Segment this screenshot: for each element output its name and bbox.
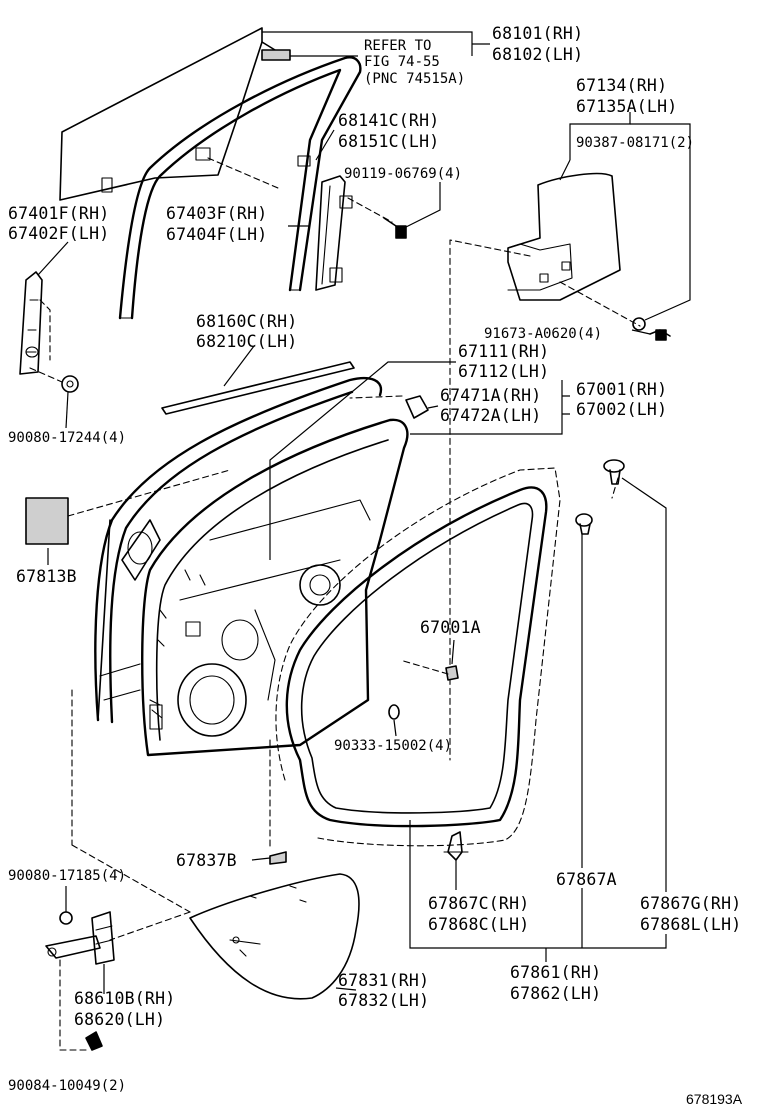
label-67001: 67001(RH): [576, 380, 667, 399]
label-90084: 90084-10049(2): [8, 1078, 126, 1094]
label-67112: 67112(LH): [458, 362, 549, 381]
label-68620: 68620(LH): [74, 1010, 165, 1029]
plug-icon: [388, 704, 400, 720]
label-67471a: 67471A(RH): [440, 386, 541, 405]
label-68102: 68102(LH): [492, 45, 583, 64]
mirror-cover-icon: [449, 172, 641, 761]
glass-run-icon: [118, 56, 362, 320]
label-67867c: 67867C(RH): [428, 894, 529, 913]
label-67832: 67832(LH): [338, 991, 429, 1010]
nut-icon: [61, 375, 79, 393]
label-67867g: 67867G(RH): [640, 894, 741, 913]
label-67002: 67002(LH): [576, 400, 667, 419]
hinge-icon: [45, 911, 115, 965]
figure-code: 678193A: [686, 1091, 743, 1107]
label-68141c: 68141C(RH): [338, 111, 439, 130]
nut-icon: [632, 317, 646, 331]
label-67403f: 67403F(RH): [166, 204, 267, 223]
label-90387: 90387-08171(2): [576, 135, 694, 151]
label-67837b: 67837B: [176, 851, 237, 870]
service-hole-cover-icon: [189, 873, 360, 1000]
bolt-icon: [649, 329, 671, 341]
label-67861: 67861(RH): [510, 963, 601, 982]
label-67868c: 67868C(LH): [428, 915, 529, 934]
refer-to-line3: (PNC 74515A): [364, 71, 465, 87]
window-regulator-icon: [19, 271, 63, 383]
label-68151c: 68151C(LH): [338, 132, 439, 151]
illustration: [19, 27, 671, 1051]
part-labels: 68101(RH) 68102(LH) REFER TO FIG 74-55 (…: [8, 24, 743, 1107]
label-90333: 90333-15002(4): [334, 738, 452, 754]
refer-to-line2: FIG 74-55: [364, 54, 440, 70]
leader-lines: [37, 31, 691, 994]
label-67868l: 67868L(LH): [640, 915, 741, 934]
plug-icon: [269, 851, 287, 865]
label-67831: 67831(RH): [338, 971, 429, 990]
label-67404f: 67404F(LH): [166, 225, 267, 244]
label-90080-17185: 90080-17185(4): [8, 868, 126, 884]
label-67135a: 67135A(LH): [576, 97, 677, 116]
label-67472a: 67472A(LH): [440, 406, 541, 425]
label-67813b: 67813B: [16, 567, 77, 586]
pad-icon: [25, 469, 231, 545]
label-67001a: 67001A: [420, 618, 481, 637]
rear-sash-channel-icon: [315, 175, 353, 291]
door-glass-icon: [59, 27, 291, 201]
bolt-icon: [85, 1031, 103, 1051]
label-68210c: 68210C(LH): [196, 332, 297, 351]
clip-icon: [575, 459, 625, 535]
label-91673: 91673-A0620(4): [484, 326, 602, 342]
door-frame-icon: [94, 376, 383, 724]
label-67867a: 67867A: [556, 870, 617, 889]
label-67862: 67862(LH): [510, 984, 601, 1003]
label-90119: 90119-06769(4): [344, 166, 462, 182]
label-67134: 67134(RH): [576, 76, 667, 95]
label-68160c: 68160C(RH): [196, 312, 297, 331]
cushion-icon: [349, 395, 429, 419]
label-68101: 68101(RH): [492, 24, 583, 43]
plug-icon: [399, 659, 459, 681]
label-68610b: 68610B(RH): [74, 989, 175, 1008]
door-panel-icon: [141, 418, 409, 757]
label-67111: 67111(RH): [458, 342, 549, 361]
weatherstrip-icon: [275, 467, 561, 847]
belt-moulding-icon: [161, 361, 355, 415]
refer-to-line1: REFER TO: [364, 38, 431, 54]
label-67401f: 67401F(RH): [8, 204, 109, 223]
clip-icon: [443, 831, 469, 861]
bolt-icon: [347, 197, 407, 239]
label-90080-17244: 90080-17244(4): [8, 430, 126, 446]
label-67402f: 67402F(LH): [8, 224, 109, 243]
